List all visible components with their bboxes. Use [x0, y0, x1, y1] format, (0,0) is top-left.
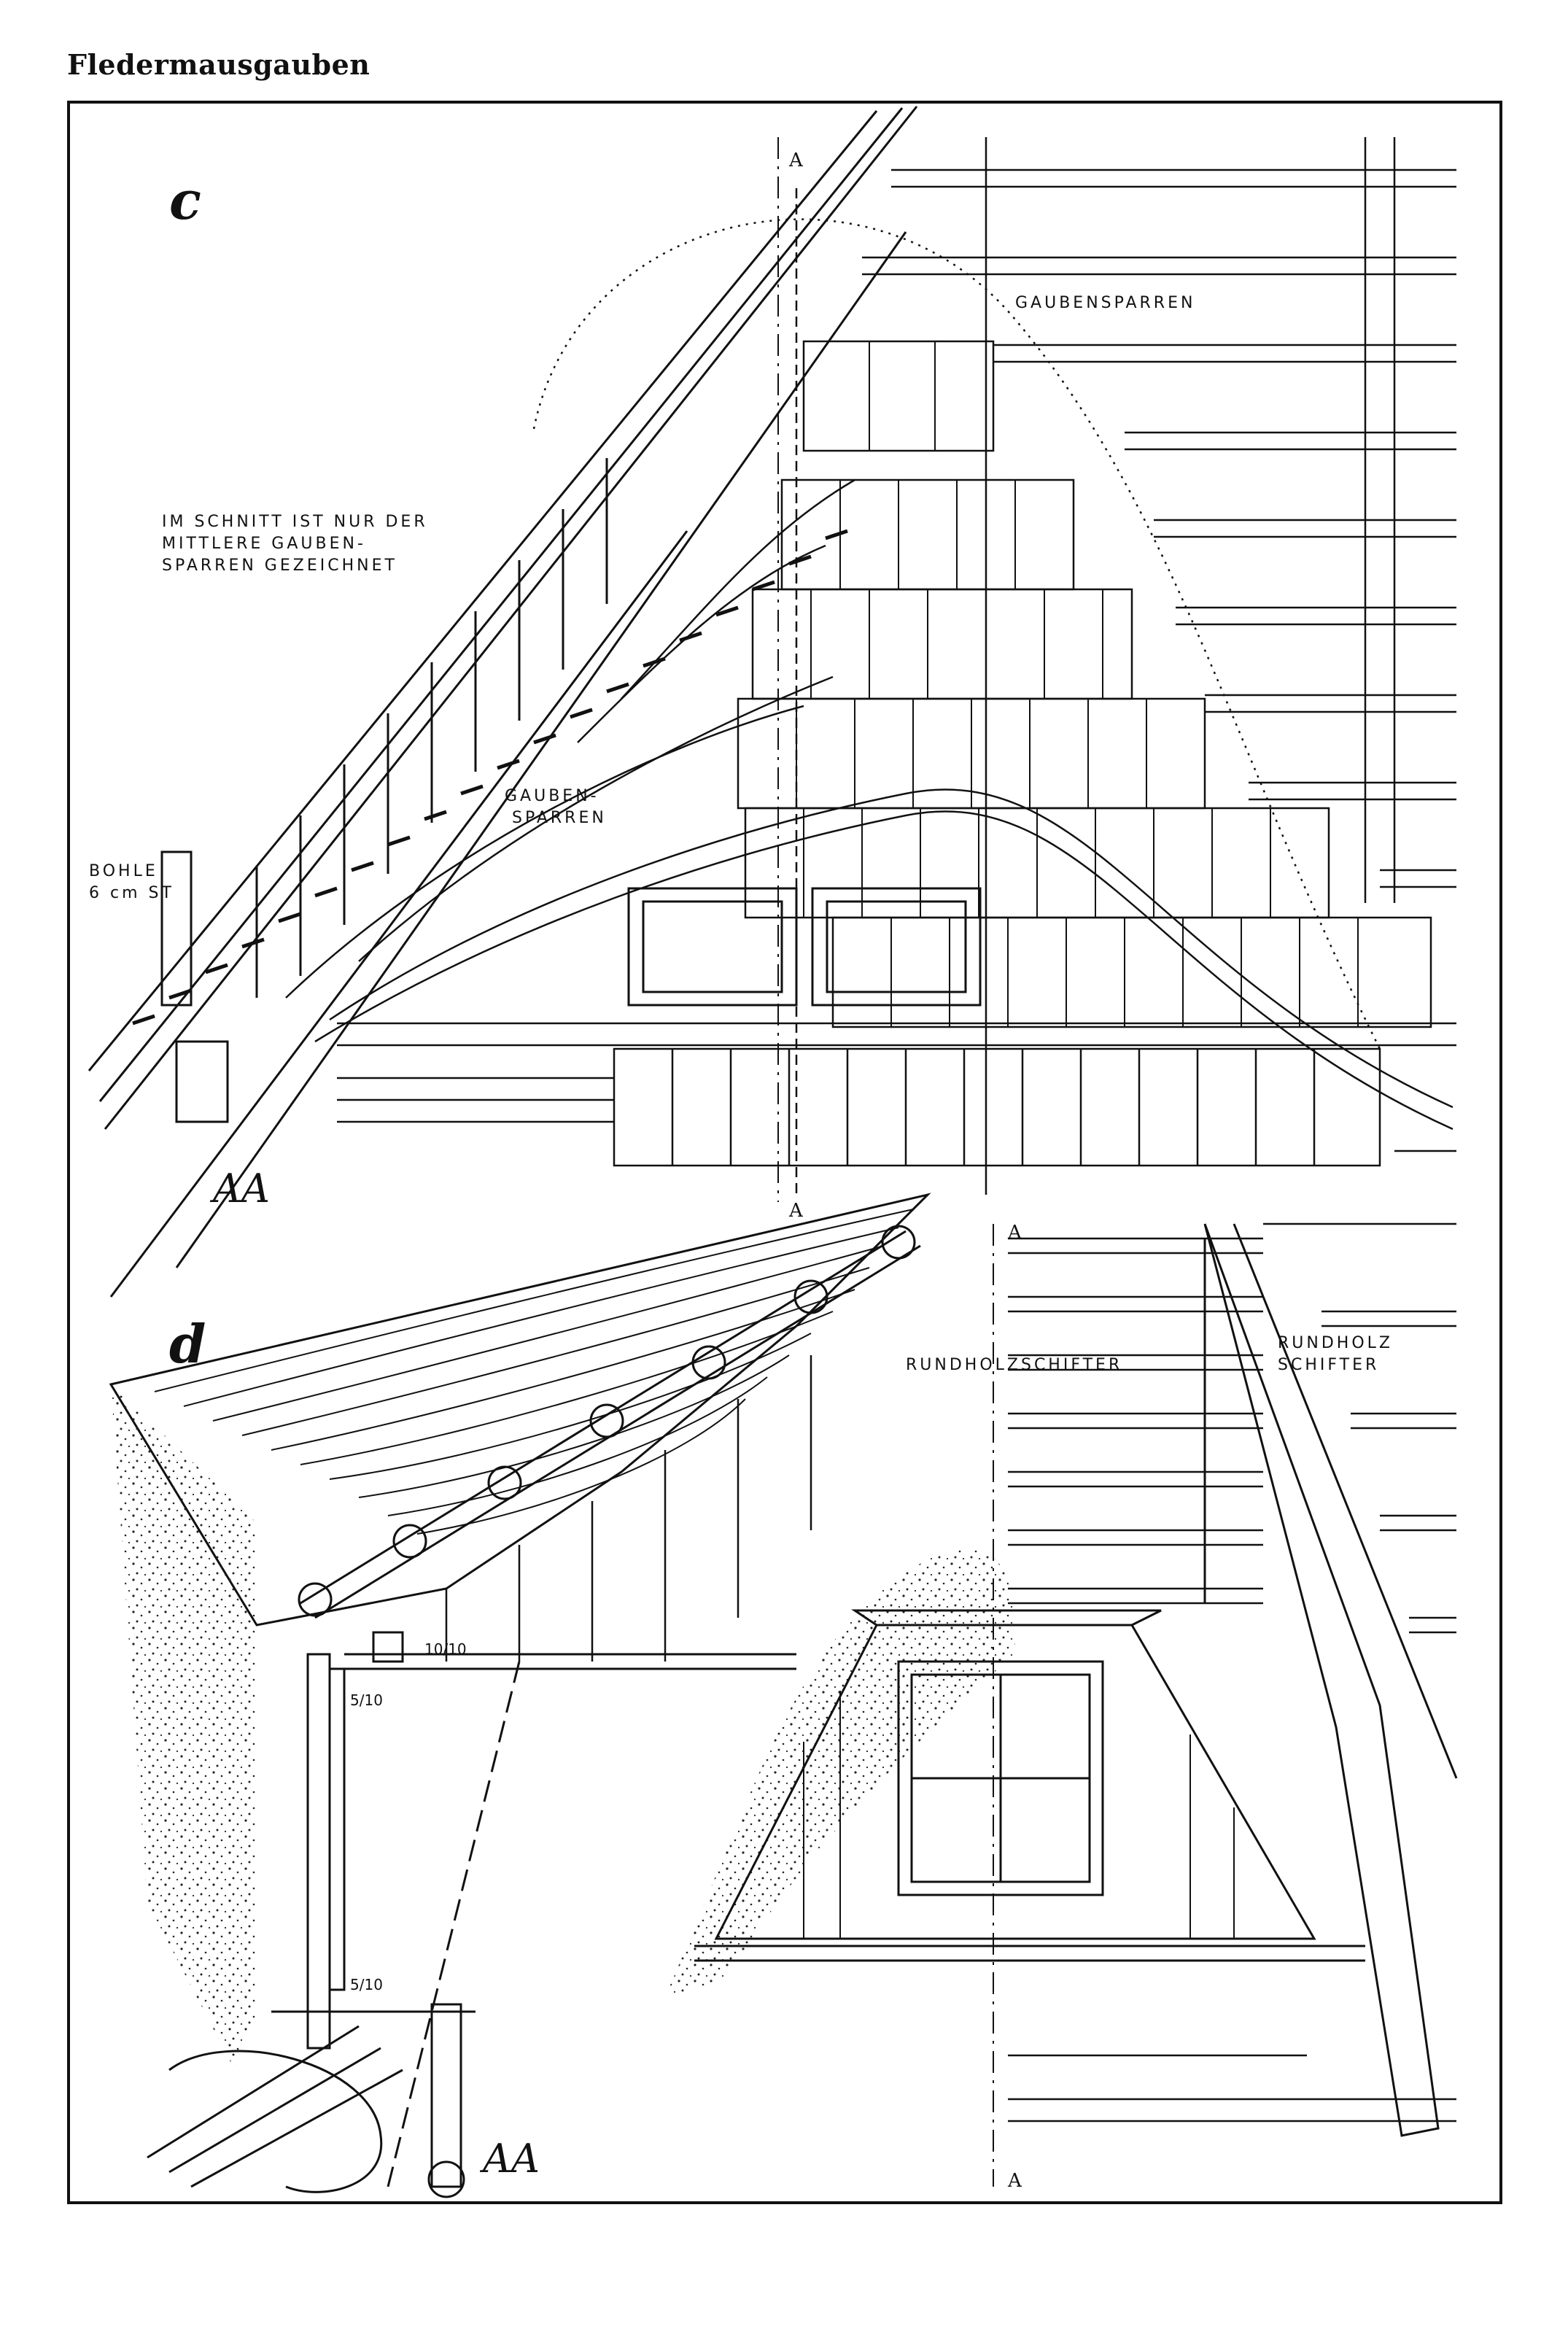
window-left [627, 887, 798, 1007]
dim-mid-d: 5/10 [350, 1691, 383, 1709]
window-d [897, 1660, 1104, 1896]
hip-rafter-d [1203, 1223, 1458, 2137]
window-right [811, 887, 982, 1007]
note-line-3: SPARREN GEZEICHNET [162, 557, 397, 575]
panel-label-d: d [169, 1313, 206, 1375]
section-wall-d [147, 1631, 796, 2198]
section-label-d: AA [479, 2136, 540, 2182]
stipple-left [111, 1384, 257, 2070]
axis-bottom-c: A [788, 1200, 804, 1222]
label-rundholz-right-2: SCHIFTER [1278, 1356, 1379, 1374]
label-gaubensparren-left-2: SPARREN [512, 809, 607, 827]
section-label-c: AA [209, 1166, 270, 1212]
label-gaubensparren-upper: GAUBENSPARREN [1015, 294, 1195, 312]
label-rundholzschifter-left: RUNDHOLZSCHIFTER [906, 1356, 1122, 1374]
section-roof-c [88, 106, 918, 1298]
label-bohle-2: 6 cm ST [89, 884, 174, 902]
axis-top-c: A [788, 150, 804, 171]
note-line-2: MITTLERE GAUBEN- [162, 535, 366, 553]
drawing-plate: c IM SCHNITT IST NUR DER MITTLERE GAUBEN… [88, 106, 1458, 2198]
label-gaubensparren-left-1: GAUBEN- [505, 787, 599, 805]
plate-frame [67, 101, 1502, 2204]
figure-d [109, 1193, 1458, 2198]
dim-top-d: 10/10 [424, 1640, 467, 1658]
figure-c [88, 106, 1456, 1298]
label-bohle-1: BOHLE [89, 862, 158, 880]
axis-bottom-d: A [1007, 2170, 1022, 2192]
dormer-d [694, 1609, 1365, 1962]
curved-sparren [285, 478, 1453, 1131]
gaube-tiles [737, 340, 1432, 1028]
label-rundholz-right-1: RUNDHOLZ [1278, 1334, 1393, 1352]
thatch-roof-d [109, 1193, 931, 1662]
dotted-arch [532, 218, 1381, 1050]
axis-top-d: A [1007, 1222, 1022, 1244]
roof-rows-d [1008, 1222, 1456, 2123]
roof-rows-c [795, 137, 1456, 1195]
eave-c [337, 1022, 1456, 1167]
note-line-1: IM SCHNITT IST NUR DER [162, 513, 428, 531]
dim-low-d: 5/10 [350, 1976, 383, 1993]
panel-label-c: c [169, 169, 201, 231]
page-title: Fledermausgauben [67, 48, 370, 81]
